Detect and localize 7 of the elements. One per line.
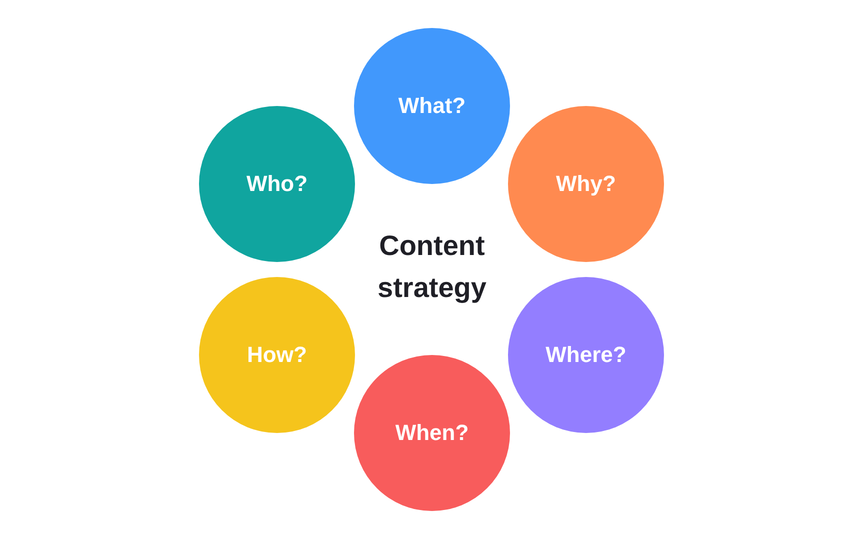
node-label: Why? bbox=[556, 171, 616, 197]
node-label: How? bbox=[247, 342, 307, 368]
node-label: Where? bbox=[546, 342, 626, 368]
center-title: Content strategy bbox=[376, 229, 488, 305]
node-label: When? bbox=[395, 420, 469, 446]
node-label: What? bbox=[398, 93, 466, 119]
node-label: Who? bbox=[246, 171, 308, 197]
